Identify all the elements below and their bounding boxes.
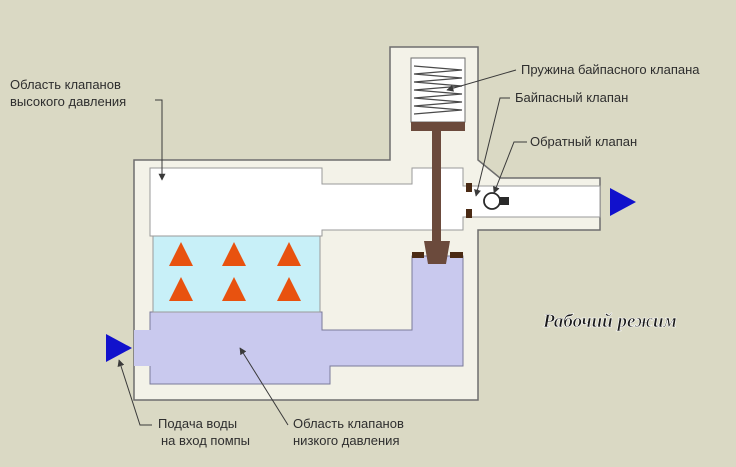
bypass-rod bbox=[432, 131, 441, 241]
label-low-pressure-line2: низкого давления bbox=[293, 433, 399, 448]
bypass-seat bbox=[412, 252, 424, 258]
label-bypass-valve: Байпасный клапан bbox=[515, 90, 628, 105]
label-bypass-spring: Пружина байпасного клапана bbox=[521, 62, 700, 77]
high-pressure-region bbox=[149, 167, 601, 237]
valve-triangle bbox=[169, 242, 193, 266]
label-high-pressure-line2: высокого давления bbox=[10, 94, 126, 109]
leader-check-valve bbox=[493, 141, 527, 194]
valve-triangle bbox=[222, 242, 246, 266]
label-check-valve: Обратный клапан bbox=[530, 134, 637, 149]
leader-high-pressure bbox=[155, 99, 166, 181]
valve-triangle bbox=[222, 277, 246, 301]
label-water-supply-line2: на вход помпы bbox=[161, 433, 250, 448]
label-low-pressure-line1: Область клапанов bbox=[293, 416, 404, 431]
check-valve-stop bbox=[499, 197, 509, 205]
inlet-arrow-icon bbox=[106, 334, 132, 362]
label-high-pressure-line1: Область клапанов bbox=[10, 77, 121, 92]
leader-bypass-valve bbox=[474, 97, 510, 197]
bypass-spring bbox=[413, 65, 463, 115]
inlet-channel bbox=[134, 330, 154, 366]
outlet-arrow-icon bbox=[610, 188, 636, 216]
valve-triangle bbox=[277, 277, 301, 301]
check-valve-seat bbox=[466, 183, 472, 192]
bypass-plug bbox=[424, 241, 450, 264]
leader-low-pressure bbox=[239, 347, 289, 426]
check-valve-seat bbox=[466, 209, 472, 218]
leader-spring bbox=[446, 69, 517, 92]
valve-triangle bbox=[277, 242, 301, 266]
mode-title: Рабочий режим bbox=[542, 311, 677, 332]
valve-triangles bbox=[169, 242, 301, 301]
label-water-supply-line1: Подача воды bbox=[158, 416, 237, 431]
bypass-piston bbox=[411, 122, 465, 131]
check-valve-ball bbox=[483, 192, 501, 210]
leader-water-supply bbox=[117, 359, 152, 426]
valve-triangle bbox=[169, 277, 193, 301]
bypass-seat bbox=[450, 252, 463, 258]
